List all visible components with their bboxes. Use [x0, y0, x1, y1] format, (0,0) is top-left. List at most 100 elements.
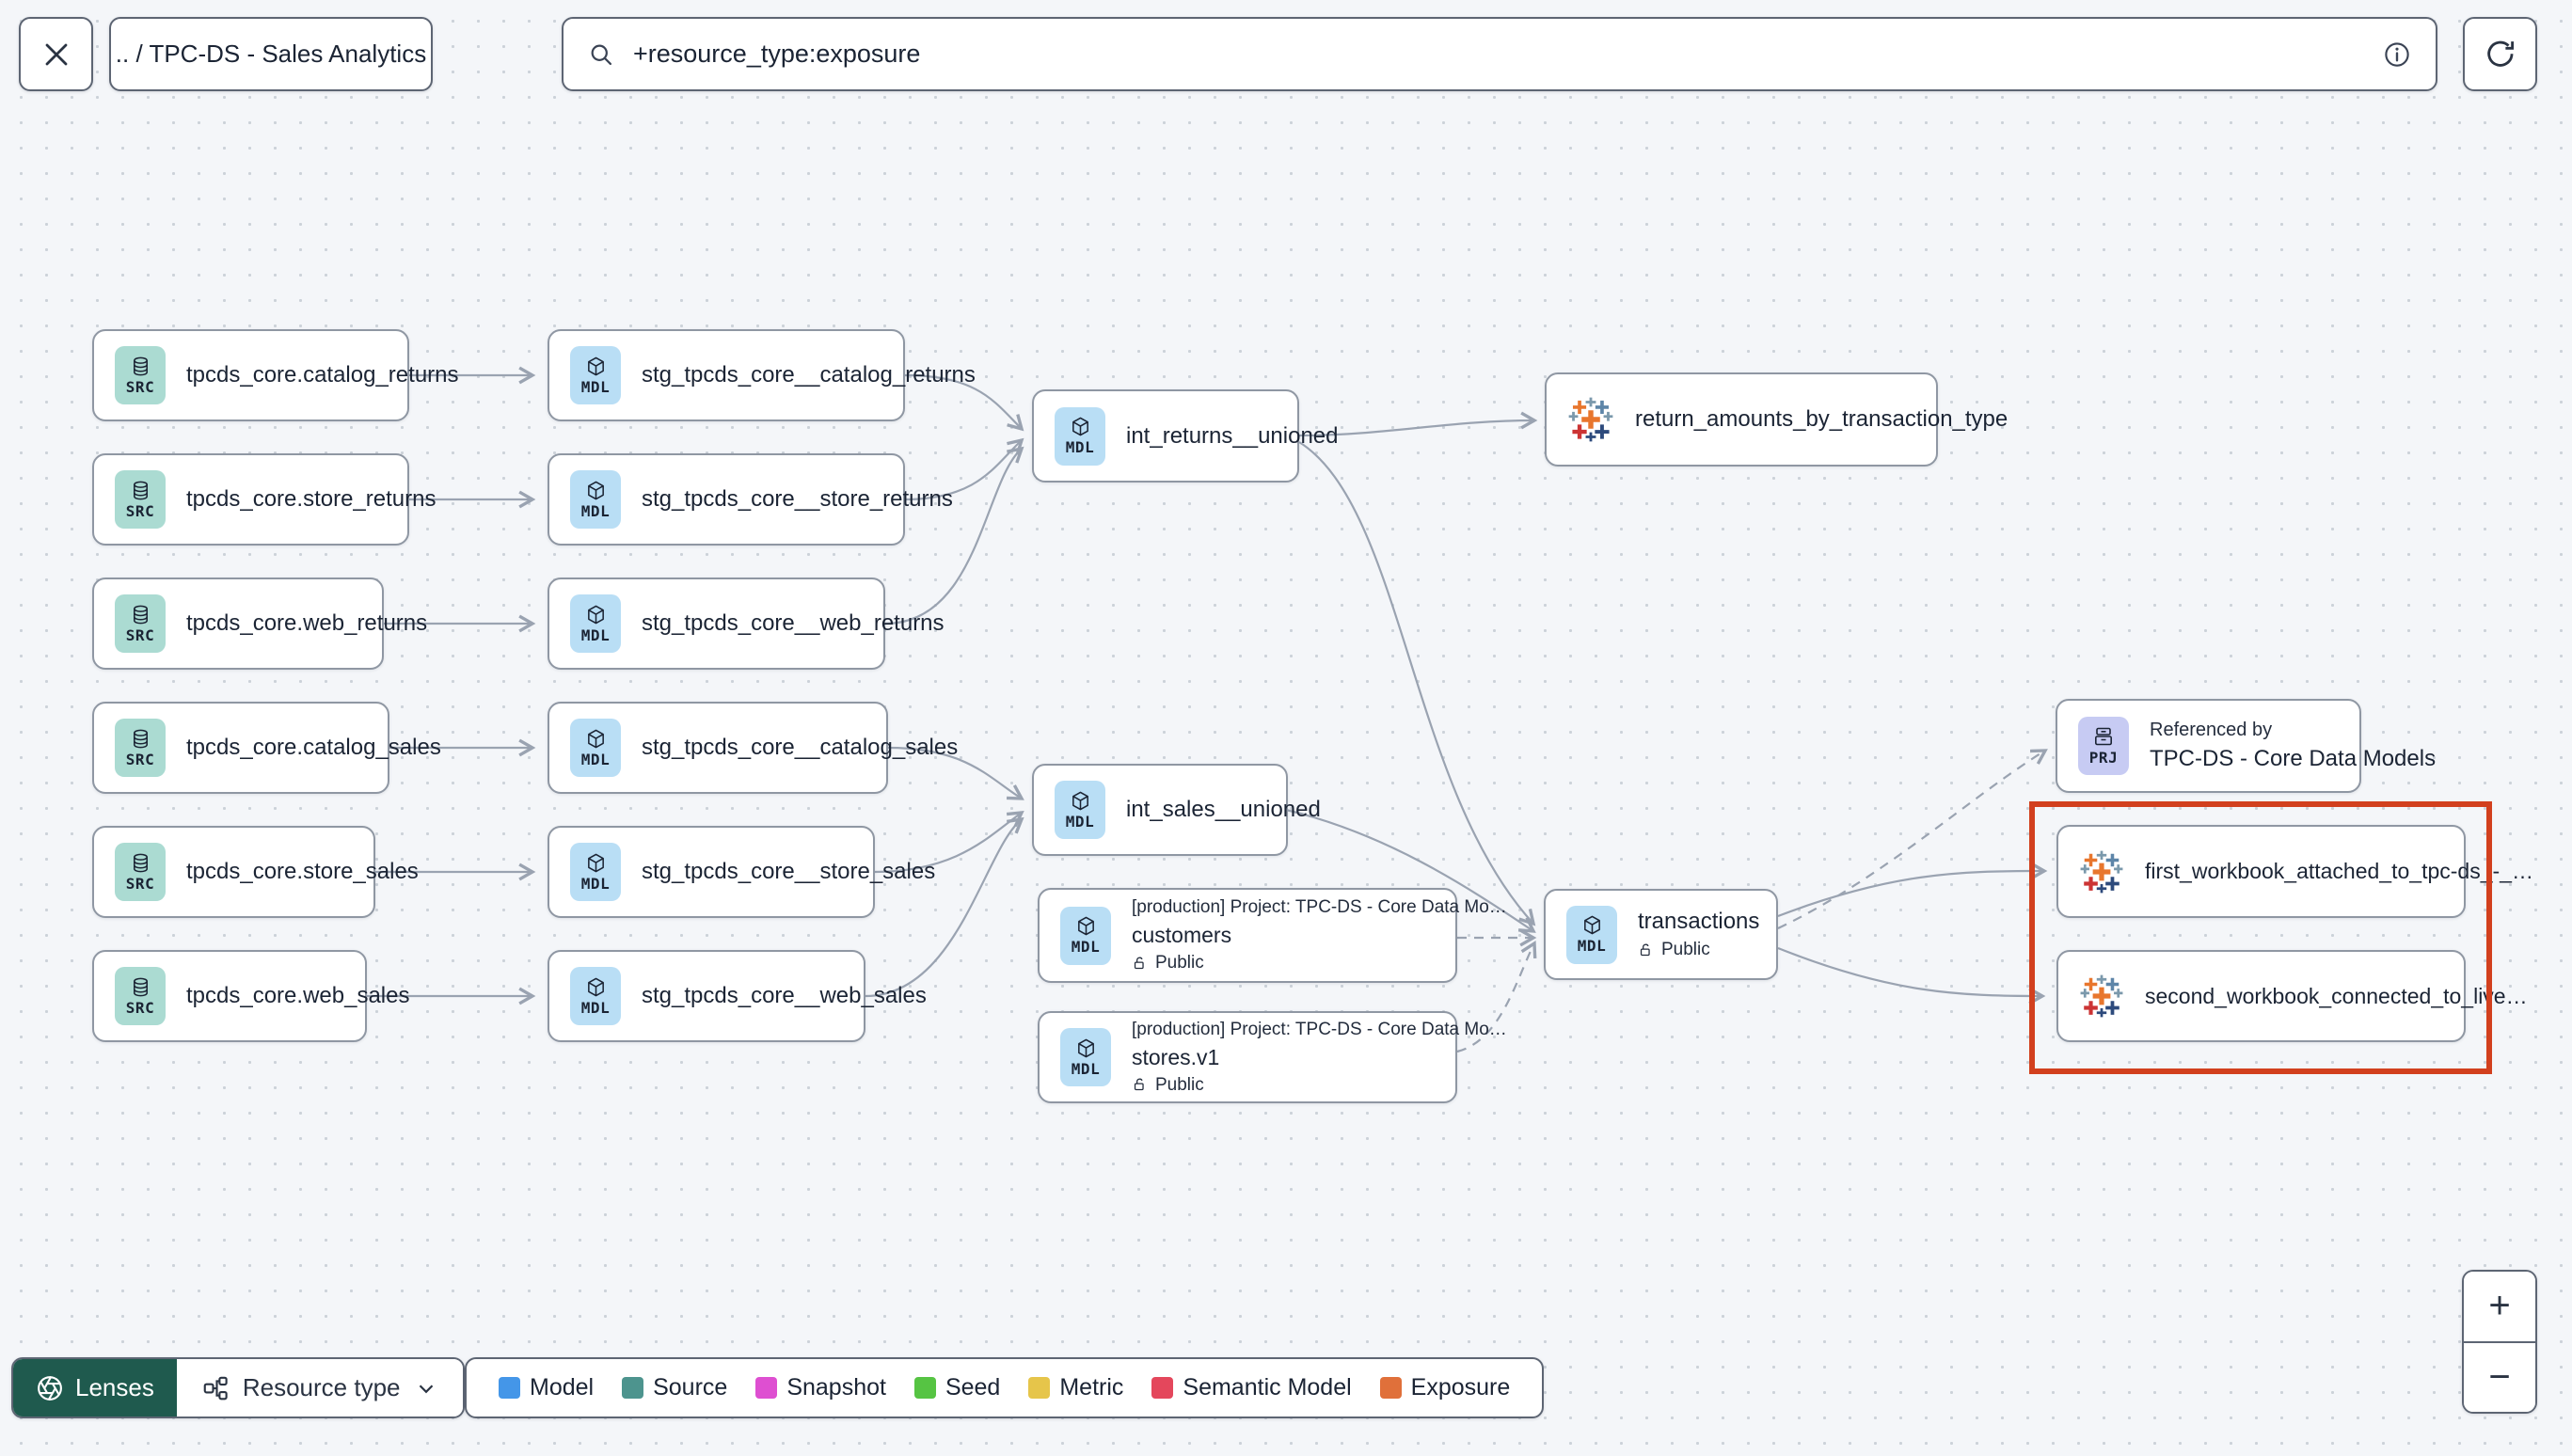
info-icon[interactable] [2383, 40, 2411, 69]
refresh-icon [2486, 40, 2514, 67]
minus-icon: − [2488, 1355, 2511, 1398]
node-label: transactions [1638, 909, 1760, 934]
node-project-line: [production] Project: TPC-DS - Core Data… [1132, 1019, 1507, 1039]
legend-item-metric: Metric [1028, 1374, 1123, 1401]
node-label: tpcds_core.store_sales [186, 859, 419, 884]
node-int-sales-unioned[interactable]: MDL int_sales__unioned [1032, 764, 1321, 856]
legend-item-snapshot: Snapshot [755, 1374, 886, 1401]
node-label: int_sales__unioned [1126, 797, 1321, 822]
model-badge: MDL [570, 594, 621, 653]
close-icon [45, 43, 67, 65]
cube-icon [587, 729, 604, 748]
cube-icon [1077, 916, 1094, 936]
node-stg-catalog-sales[interactable]: MDL stg_tpcds_core__catalog_sales [548, 702, 958, 794]
node-stg-store-sales[interactable]: MDL stg_tpcds_core__store_sales [548, 826, 935, 918]
node-label: stg_tpcds_core__catalog_returns [642, 362, 976, 388]
node-exposure-return-amounts[interactable]: return_amounts_by_transaction_type [1545, 372, 2008, 467]
breadcrumb[interactable]: .. / TPC-DS - Sales Analytics [109, 17, 433, 91]
node-label: TPC-DS - Core Data Models [2150, 746, 2437, 771]
cube-icon [1072, 417, 1088, 436]
node-source-catalog-returns[interactable]: SRC tpcds_core.catalog_returns [92, 329, 459, 421]
node-access: Public [1638, 940, 1759, 960]
node-label: stg_tpcds_core__web_sales [642, 983, 927, 1008]
node-stg-web-returns[interactable]: MDL stg_tpcds_core__web_returns [548, 578, 945, 670]
semantic-model-swatch [1151, 1377, 1174, 1399]
chevron-down-icon [419, 1385, 433, 1393]
refresh-button[interactable] [2463, 17, 2537, 91]
node-access: Public [1132, 1075, 1507, 1096]
node-label: stg_tpcds_core__catalog_sales [642, 735, 959, 760]
node-source-catalog-sales[interactable]: SRC tpcds_core.catalog_sales [92, 702, 441, 794]
plus-icon: + [2488, 1285, 2511, 1327]
source-swatch [622, 1377, 644, 1399]
model-badge: MDL [570, 470, 621, 529]
node-stg-store-returns[interactable]: MDL stg_tpcds_core__store_returns [548, 453, 953, 546]
database-icon [133, 356, 148, 375]
legend-item-source: Source [622, 1374, 727, 1401]
model-badge: MDL [570, 967, 621, 1025]
zoom-controls: + − [2462, 1270, 2537, 1414]
node-exposure-first-workbook[interactable]: first_workbook_attached_to_tpc-ds_-_… [2056, 825, 2533, 918]
tableau-icon [2080, 850, 2123, 893]
model-badge: MDL [570, 719, 621, 777]
metric-swatch [1028, 1377, 1051, 1399]
node-access: Public [1132, 953, 1507, 973]
node-customers[interactable]: MDL [production] Project: TPC-DS - Core … [1038, 888, 1507, 983]
node-referenced-by-project[interactable]: PRJ Referenced by TPC-DS - Core Data Mod… [2056, 699, 2436, 793]
node-label: return_amounts_by_transaction_type [1635, 406, 2008, 432]
node-label: stores.v1 [1132, 1044, 1220, 1069]
archive-icon [2094, 727, 2112, 746]
tableau-icon [2080, 974, 2123, 1018]
cube-icon [1072, 791, 1088, 810]
zoom-out-button[interactable]: − [2464, 1342, 2535, 1412]
zoom-in-button[interactable]: + [2464, 1272, 2535, 1341]
legend-item-model: Model [499, 1374, 594, 1401]
node-source-web-returns[interactable]: SRC tpcds_core.web_returns [92, 578, 427, 670]
source-badge: SRC [115, 346, 166, 404]
model-badge: MDL [1055, 781, 1105, 839]
model-badge: MDL [1060, 1028, 1111, 1086]
cube-icon [587, 977, 604, 996]
legend-item-seed: Seed [913, 1374, 1000, 1401]
node-source-store-sales[interactable]: SRC tpcds_core.store_sales [92, 826, 419, 918]
resource-type-dropdown[interactable]: Resource type [176, 1359, 463, 1416]
node-label: customers [1132, 923, 1232, 947]
node-label: tpcds_core.catalog_sales [186, 735, 441, 760]
resource-type-label: Resource type [242, 1373, 401, 1401]
open-lock-icon [1640, 943, 1650, 956]
node-label: tpcds_core.web_sales [186, 983, 410, 1008]
source-badge: SRC [115, 967, 166, 1025]
model-badge: MDL [570, 843, 621, 901]
node-subtitle: Referenced by [2150, 720, 2273, 740]
cube-icon [587, 481, 604, 499]
cube-icon [587, 853, 604, 872]
cube-icon [1077, 1038, 1094, 1057]
open-lock-icon [1134, 1078, 1144, 1091]
lenses-label: Lenses [75, 1373, 154, 1401]
cube-icon [587, 356, 604, 375]
snapshot-swatch [755, 1377, 778, 1399]
seed-swatch [913, 1377, 936, 1399]
node-exposure-second-workbook[interactable]: second_workbook_connected_to_live… [2056, 950, 2528, 1042]
model-badge: MDL [1055, 406, 1105, 466]
node-stg-catalog-returns[interactable]: MDL stg_tpcds_core__catalog_returns [548, 329, 976, 421]
node-label: tpcds_core.store_returns [186, 486, 437, 512]
search-input[interactable] [633, 40, 2364, 69]
model-badge: MDL [570, 346, 621, 404]
search-bar[interactable] [562, 17, 2437, 91]
cube-icon [1583, 915, 1600, 935]
node-int-returns-unioned[interactable]: MDL int_returns__unioned [1032, 389, 1339, 483]
node-source-web-sales[interactable]: SRC tpcds_core.web_sales [92, 950, 409, 1042]
node-transactions[interactable]: MDL transactions Public [1544, 889, 1778, 980]
node-label: stg_tpcds_core__store_returns [642, 486, 953, 512]
node-label: int_returns__unioned [1126, 422, 1339, 449]
aperture-icon [38, 1375, 62, 1401]
node-stores-v1[interactable]: MDL [production] Project: TPC-DS - Core … [1038, 1011, 1507, 1103]
lenses-button[interactable]: Lenses [13, 1359, 177, 1416]
source-badge: SRC [115, 719, 166, 777]
tableau-icon [1568, 397, 1613, 442]
node-stg-web-sales[interactable]: MDL stg_tpcds_core__web_sales [548, 950, 927, 1042]
node-source-store-returns[interactable]: SRC tpcds_core.store_returns [92, 453, 436, 546]
close-button[interactable] [19, 17, 93, 91]
